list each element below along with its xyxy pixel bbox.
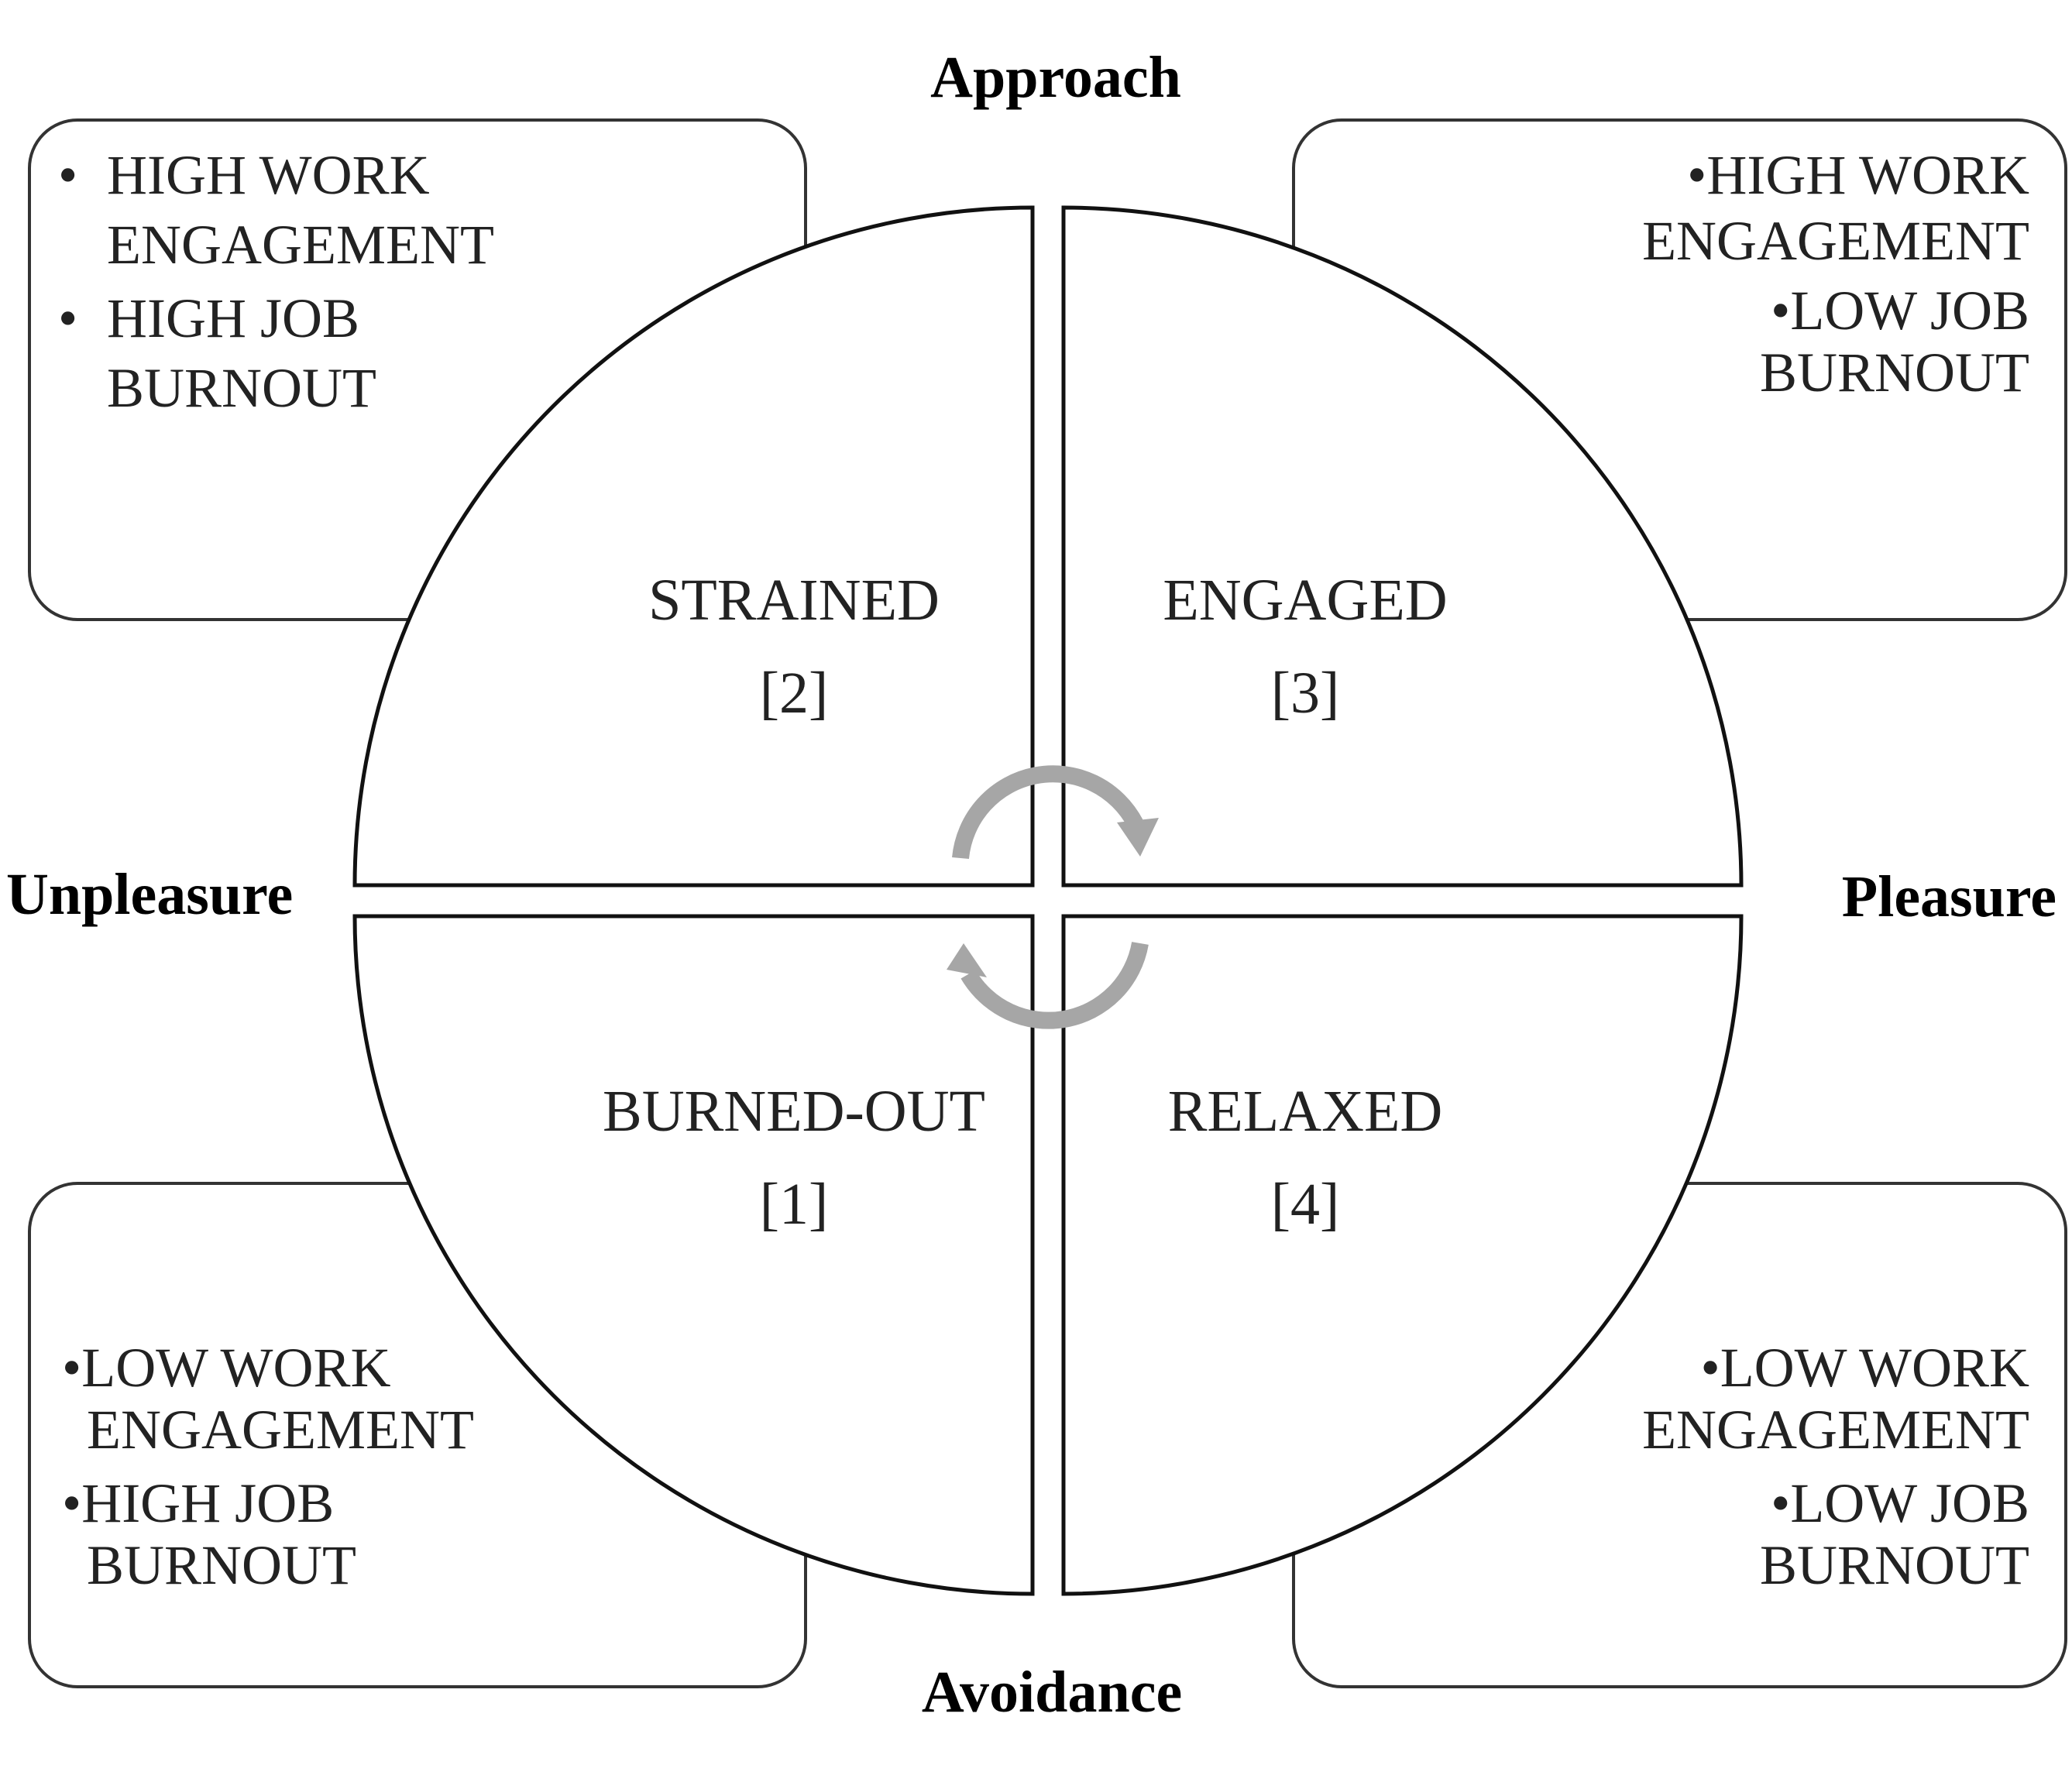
cycle-arrows: [947, 765, 1159, 1029]
box-bottom-right-text: •LOW WORK ENGAGEMENT •LOW JOB BURNOUT: [1642, 1337, 2029, 1596]
bullet-marker: •: [58, 287, 77, 349]
box-top-right-text: •HIGH WORK ENGAGEMENT •LOW JOB BURNOUT: [1642, 144, 2029, 403]
quadrant-bottom-right-label: RELAXED: [1168, 1079, 1443, 1144]
axis-label-left: Unpleasure: [6, 862, 293, 927]
box-bottom-left-item1-line1: •LOW WORK: [62, 1337, 391, 1399]
box-top-left-item2-line1: HIGH JOB: [107, 287, 359, 349]
box-top-right-item2-line1: •LOW JOB: [1771, 280, 2029, 342]
quadrant-top-left-number: [2]: [760, 661, 829, 726]
axis-label-bottom: Avoidance: [922, 1660, 1182, 1725]
quadrant-top-right-shape: [1061, 205, 1744, 888]
quadrant-bottom-left-number: [1]: [760, 1172, 829, 1237]
quadrant-top-right-label: ENGAGED: [1163, 568, 1447, 633]
quadrant-bottom-right-number: [4]: [1271, 1172, 1340, 1237]
box-top-right-item1-line1: •HIGH WORK: [1687, 144, 2029, 206]
axis-label-top: Approach: [930, 45, 1181, 110]
quadrant-bottom-right-shape: [1061, 914, 1744, 1596]
box-top-left-text: • HIGH WORK ENGAGEMENT • HIGH JOB BURNOU…: [58, 144, 494, 419]
box-bottom-right-item1-line1: •LOW WORK: [1700, 1337, 2029, 1399]
axis-label-right: Pleasure: [1842, 864, 2057, 929]
cycle-arrowhead-bottom-icon: [947, 943, 987, 977]
box-top-left-item2-line2: BURNOUT: [107, 357, 376, 419]
box-bottom-right-item2-line2: BURNOUT: [1760, 1534, 2029, 1596]
quadrant-top-left-shape: [352, 205, 1035, 888]
box-top-right-item1-line2: ENGAGEMENT: [1642, 210, 2029, 272]
box-top-left-item1-line2: ENGAGEMENT: [107, 214, 494, 276]
box-bottom-left-item1-line2: ENGAGEMENT: [87, 1399, 474, 1461]
box-bottom-left-text: •LOW WORK ENGAGEMENT •HIGH JOB BURNOUT: [62, 1337, 474, 1596]
quadrant-bottom-left-shape: [352, 914, 1035, 1596]
cycle-arrow-top: [952, 765, 1143, 860]
box-bottom-right-item2-line1: •LOW JOB: [1771, 1472, 2029, 1534]
box-bottom-left-item2-line2: BURNOUT: [87, 1534, 356, 1596]
bullet-marker: •: [58, 144, 77, 206]
box-bottom-right-item1-line2: ENGAGEMENT: [1642, 1399, 2029, 1461]
quadrant-top-left-label: STRAINED: [648, 568, 940, 633]
cycle-arrowhead-top-icon: [1117, 818, 1159, 857]
box-bottom-left-item2-line1: •HIGH JOB: [62, 1472, 334, 1534]
cycle-arrow-bottom: [960, 942, 1149, 1029]
box-top-right-item2-line2: BURNOUT: [1760, 342, 2029, 403]
quadrant-top-right-number: [3]: [1271, 661, 1340, 726]
quadrant-bottom-left-label: BURNED-OUT: [603, 1079, 985, 1144]
box-top-left-item1-line1: HIGH WORK: [107, 144, 430, 206]
